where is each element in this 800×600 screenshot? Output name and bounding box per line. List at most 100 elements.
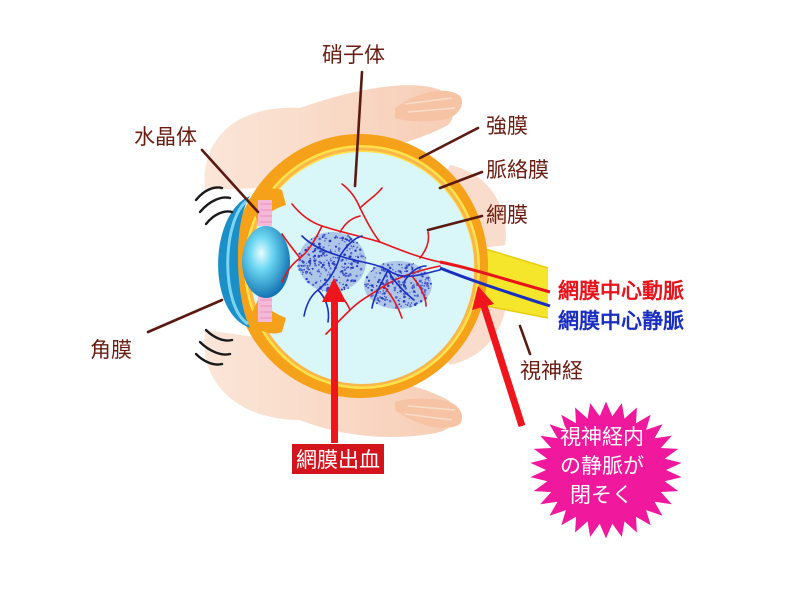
hemorrhage-speck <box>349 252 353 255</box>
leader-vitreous <box>353 70 364 188</box>
hemorrhage-speck <box>416 302 419 305</box>
hemorrhage-speck <box>344 241 346 243</box>
hemorrhage-speck <box>340 288 343 291</box>
hemorrhage-speck <box>330 257 332 260</box>
hemorrhage-speck <box>338 281 341 284</box>
hemorrhage-speck <box>393 286 397 290</box>
hemorrhage-speck <box>311 267 314 270</box>
hemorrhage-speck <box>337 247 341 250</box>
hemorrhage-speck <box>359 267 363 271</box>
hemorrhage-speck <box>398 303 401 306</box>
hemorrhage-speck <box>352 241 355 244</box>
hemorrhage-speck <box>314 281 317 284</box>
hemorrhage-speck <box>378 278 381 282</box>
label-retina: 網膜 <box>486 203 528 227</box>
hemorrhage-speck <box>316 270 319 273</box>
hemorrhage-speck <box>412 263 414 265</box>
hemorrhage-speck <box>409 303 411 306</box>
hemorrhage-speck <box>427 278 430 281</box>
hemorrhage-speck <box>367 283 370 286</box>
hemorrhage-speck <box>342 272 345 275</box>
hemorrhage-speck <box>403 295 406 299</box>
hemorrhage-speck <box>320 265 323 269</box>
hemorrhage-speck <box>307 280 310 284</box>
hemorrhage-speck <box>351 247 353 249</box>
hemorrhage-speck <box>326 287 329 290</box>
leader-lens <box>200 148 260 214</box>
hemorrhage-speck <box>359 248 362 251</box>
hemorrhage-speck <box>410 282 413 285</box>
hemorrhage-speck <box>411 285 414 288</box>
hemorrhage-speck <box>398 271 400 273</box>
leader-lines <box>146 70 532 356</box>
hemorrhage-speck <box>388 266 392 270</box>
hemorrhage-speck <box>325 254 328 257</box>
occlusion-burst <box>530 401 682 539</box>
hemorrhage-speck <box>399 297 401 300</box>
hemorrhage-speck <box>347 266 350 269</box>
hemorrhage-speck <box>421 275 424 278</box>
hemorrhage-speck <box>355 274 358 278</box>
lens <box>242 226 290 298</box>
label-hemorrhage: 網膜出血 <box>296 448 380 472</box>
hemorrhage-speck <box>298 252 301 255</box>
hemorrhage-speck <box>323 264 325 266</box>
hemorrhage-speck <box>328 265 330 268</box>
hemorrhage-speck <box>305 277 308 281</box>
leader-choroid <box>438 170 484 190</box>
hemorrhage-speck <box>398 263 401 266</box>
arrows <box>322 278 526 443</box>
hemorrhage-speck <box>303 268 305 271</box>
central-vessels <box>439 260 551 308</box>
hemorrhage-speck <box>350 245 353 247</box>
hemorrhage-speck <box>353 279 357 283</box>
hemorrhage-speck <box>309 272 312 274</box>
hemorrhage-speck <box>400 263 403 266</box>
hemorrhage-speck <box>324 237 326 239</box>
hemorrhage-speck <box>334 245 338 248</box>
hemorrhage-speck <box>315 264 317 267</box>
hemorrhage-speck <box>349 255 352 258</box>
eyeball <box>232 134 488 398</box>
hemorrhage-speck <box>410 265 413 267</box>
label-optic-nerve: 視神経 <box>520 359 583 383</box>
hemorrhage-speck <box>393 289 396 292</box>
hemorrhage-speck <box>311 251 314 253</box>
hemorrhage-speck <box>323 261 326 264</box>
hemorrhage-speck <box>307 269 310 271</box>
anterior-segment <box>218 188 290 334</box>
hemorrhage-speck <box>307 253 311 257</box>
hemorrhage-speck <box>378 300 381 303</box>
hemorrhage-speck <box>378 271 382 275</box>
label-central-artery: 網膜中心動脈 <box>558 279 684 303</box>
hemorrhage-speck <box>328 264 331 267</box>
hemorrhage-speck <box>364 256 367 259</box>
hemorrhage-speck <box>328 244 330 246</box>
hemorrhage-speck <box>328 239 332 243</box>
hemorrhage-speck <box>411 266 414 269</box>
leader-retina <box>426 214 484 232</box>
leader-cornea <box>146 298 224 334</box>
hemorrhage-speck <box>302 271 305 274</box>
hemorrhage-speck <box>348 236 351 239</box>
hemorrhage-speck <box>350 279 353 283</box>
hemorrhage-speck <box>333 263 336 266</box>
hemorrhage-speck <box>313 257 316 260</box>
hemorrhage-speck <box>320 254 323 257</box>
hemorrhage-speck <box>348 272 352 276</box>
hemorrhage-speck <box>321 236 324 239</box>
hemorrhage-speck <box>356 261 360 264</box>
hemorrhage-speck <box>308 259 312 263</box>
hemorrhage-speck <box>413 294 416 297</box>
hemorrhage-speck <box>405 303 407 306</box>
hemorrhage-speck <box>355 264 359 268</box>
hemorrhage-speck <box>322 246 325 249</box>
retinal-vessels <box>281 183 441 335</box>
hemorrhage-speck <box>375 272 377 274</box>
hemorrhage-speck <box>326 274 329 276</box>
hemorrhage-speck <box>394 270 397 273</box>
hemorrhage-speck <box>343 268 347 272</box>
hemorrhage-speck <box>406 304 409 306</box>
hemorrhage-speck <box>380 296 383 300</box>
